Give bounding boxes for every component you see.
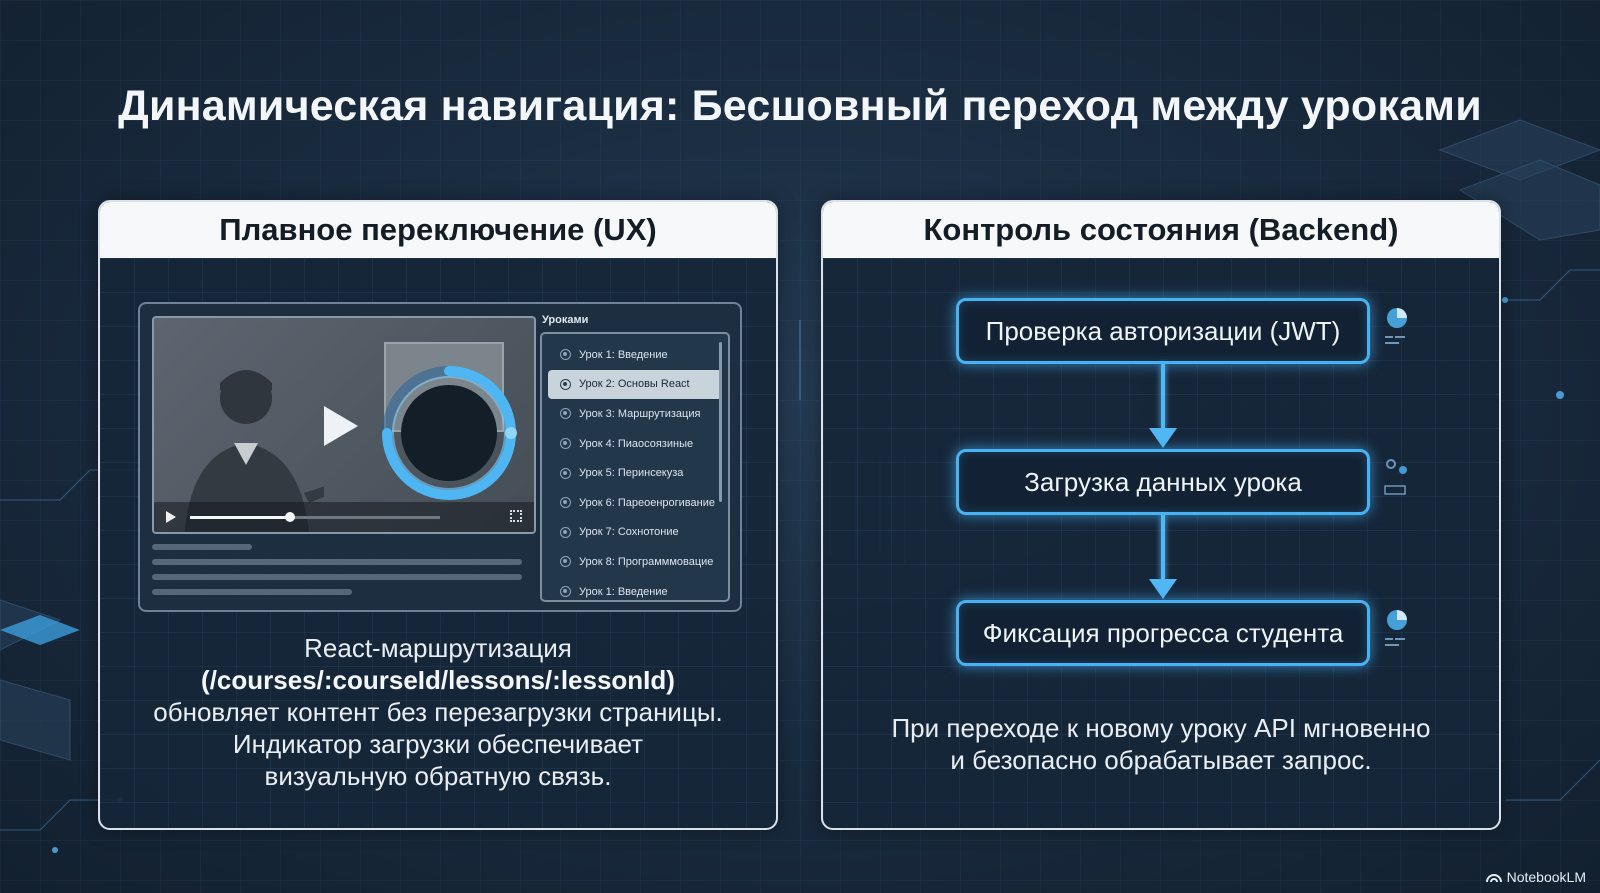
radio-icon — [560, 378, 571, 390]
lesson-item-label: Урок 6: Пареоенрогивание — [579, 496, 715, 509]
backend-description: При переходе к новому уроку API мгновенн… — [823, 712, 1499, 776]
seek-progress — [190, 516, 290, 519]
lesson-item[interactable]: Урок 1: Введение — [548, 340, 722, 370]
lesson-item[interactable]: Урок 8: Программмовацие — [548, 547, 722, 577]
play-overlay-icon[interactable] — [324, 406, 358, 446]
placeholder-text-lines — [152, 544, 536, 604]
lesson-item-label: Урок 5: Перинсекуза — [579, 467, 684, 480]
ux-description-line: React-маршрутизация — [304, 633, 572, 663]
slide-title: Динамическая навигация: Бесшовный перехо… — [118, 82, 1482, 130]
flow-arrow-down-icon — [1149, 364, 1177, 449]
notebooklm-logo-icon — [1485, 874, 1502, 883]
lesson-item[interactable]: Урок 5: Перинсекуза — [548, 458, 722, 488]
flow-step-save-progress: Фиксация прогресса студента — [956, 600, 1370, 666]
radio-icon — [560, 497, 571, 509]
seek-bar[interactable] — [190, 512, 440, 522]
lesson-item-label: Урок 3: Маршрутизация — [579, 407, 701, 420]
route-path: (/courses/:courseId/lessons/:lessonId) — [201, 665, 675, 695]
lesson-item[interactable]: Урок 3: Маршрутизация — [548, 399, 722, 429]
radio-icon — [560, 349, 571, 361]
radio-icon — [560, 556, 571, 568]
lesson-item[interactable]: Урок 4: Пиаосоязиныe — [548, 429, 722, 459]
ux-description-line: визуальную обратную связь. — [264, 761, 612, 791]
ux-description-line: Индикатор загрузки обеспечивает — [232, 729, 644, 759]
fullscreen-icon[interactable] — [510, 510, 522, 522]
video-player[interactable] — [152, 316, 536, 534]
radio-icon — [560, 586, 571, 598]
backend-panel: Контроль состояния (Backend) Проверка ав… — [821, 200, 1501, 830]
ux-panel: Плавное переключение (UX) — [98, 200, 778, 830]
brand-watermark: NotebookLM — [1485, 869, 1586, 885]
lesson-item[interactable]: Урок 1: Введение — [548, 577, 722, 600]
backend-description-line: При переходе к новому уроку API мгновенн… — [891, 713, 1431, 743]
pie-chart-icon — [1385, 610, 1407, 646]
seek-handle[interactable] — [285, 512, 295, 522]
ux-description: React-маршрутизация (/courses/:courseId/… — [100, 632, 776, 792]
lesson-item-label: Урок 2: Основы React — [579, 378, 690, 391]
play-button-icon[interactable] — [166, 511, 176, 523]
backend-description-line: и безопасно обрабатывает запрос. — [950, 745, 1372, 775]
radio-icon — [560, 438, 571, 450]
lesson-item-label: Урок 7: Сохнотоние — [579, 526, 679, 539]
lesson-list-scrollbar[interactable] — [719, 342, 722, 502]
flow-step-load-data: Загрузка данных урока — [956, 449, 1370, 515]
lesson-item[interactable]: Урок 7: Сохнотоние — [548, 518, 722, 548]
lesson-item[interactable]: Урок 6: Пареоенрогивание — [548, 488, 722, 518]
lesson-list-header: Уроками — [542, 314, 589, 326]
player-controls — [154, 502, 534, 532]
lesson-item[interactable]: Урок 2: Основы React — [548, 369, 722, 400]
brand-label: NotebookLM — [1506, 869, 1586, 885]
lesson-item-label: Урок 4: Пиаосоязиныe — [579, 437, 694, 450]
backend-panel-body: Проверка авторизации (JWT) Загрузка данн… — [823, 258, 1499, 828]
flow-step-auth: Проверка авторизации (JWT) — [956, 298, 1370, 364]
lesson-item-label: Урок 1: Введение — [579, 585, 668, 598]
radio-icon — [560, 408, 571, 420]
ux-description-line: обновляет контент без перезагрузки стран… — [153, 697, 723, 727]
ux-panel-heading: Плавное переключение (UX) — [100, 202, 776, 258]
lesson-item-label: Урок 8: Программмовацие — [579, 555, 714, 568]
backend-panel-heading: Контроль состояния (Backend) — [823, 202, 1499, 258]
pie-chart-icon — [1385, 308, 1407, 344]
flow-arrow-down-icon — [1149, 515, 1177, 600]
lesson-item-label: Урок 1: Введение — [579, 348, 668, 361]
radio-icon — [560, 526, 571, 538]
radio-icon — [560, 467, 571, 479]
gear-chart-icon — [1384, 459, 1407, 495]
loading-spinner-icon — [382, 366, 517, 500]
